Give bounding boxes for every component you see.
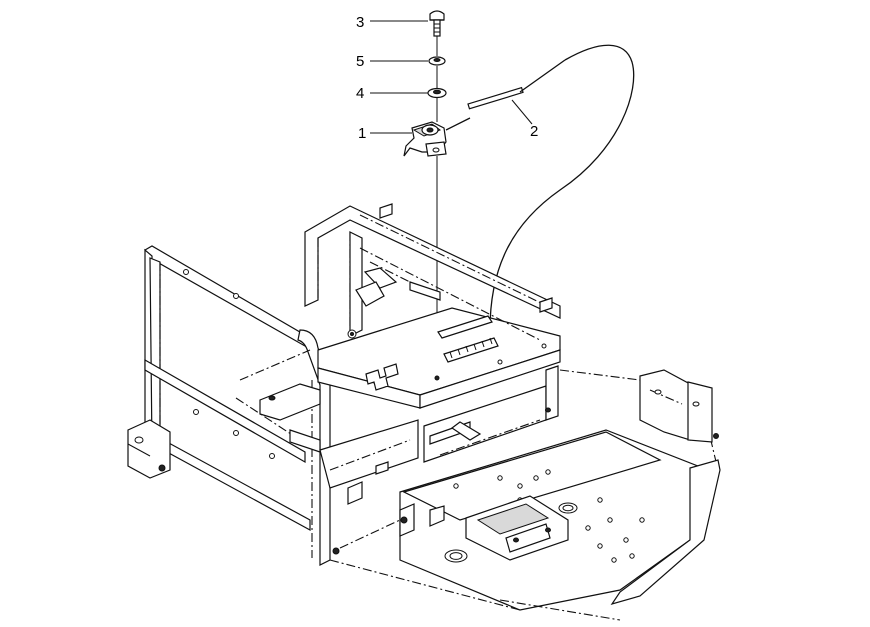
callout-label-4: 4 [356, 85, 364, 102]
callout-label-1: 1 [358, 125, 366, 142]
left-guard-frame [144, 245, 331, 566]
right-rear-bracket [639, 369, 719, 443]
throttle-control-part-1 [403, 121, 447, 157]
left-mount-bracket [127, 419, 171, 479]
inner-frame [235, 247, 541, 453]
seat-plate [317, 307, 561, 409]
rear-upright-panel [304, 203, 561, 337]
pedal-mount [465, 495, 569, 561]
callout-label-5: 5 [356, 53, 364, 70]
callout-3: 3 [356, 14, 428, 31]
bolt-part-3 [429, 10, 445, 37]
front-channels [319, 365, 559, 505]
callout-5: 5 [356, 53, 428, 70]
leader-line-2 [511, 99, 533, 125]
front-feet [332, 503, 621, 621]
flat-washer-part-4 [427, 87, 447, 99]
callout-4: 4 [356, 85, 428, 102]
lock-washer-part-5 [428, 56, 446, 66]
callout-2: 2 [511, 99, 538, 140]
callout-label-3: 3 [356, 14, 364, 31]
tractor-frame [127, 203, 721, 621]
callout-label-2: 2 [530, 123, 538, 140]
callout-1: 1 [358, 125, 412, 142]
